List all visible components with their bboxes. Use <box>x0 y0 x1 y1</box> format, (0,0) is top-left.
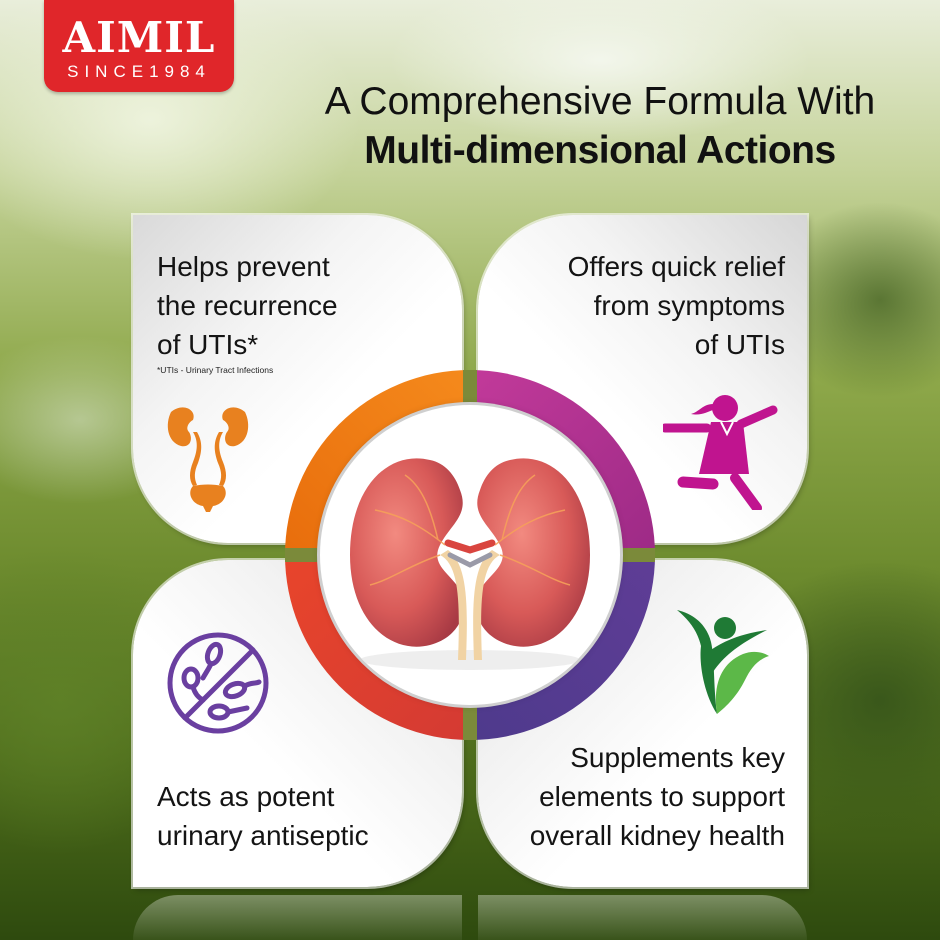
card-text: Acts as potent urinary antiseptic <box>157 781 369 851</box>
logo-brand-name: AIMIL <box>62 13 216 62</box>
card-text: Helps prevent the recurrence of UTIs* <box>157 251 338 360</box>
urinary-system-icon <box>167 407 249 512</box>
card-text: Offers quick relief from symptoms of UTI… <box>567 251 785 360</box>
headline-line-2: Multi-dimensional Actions <box>364 129 836 172</box>
kidneys-icon <box>350 458 590 670</box>
benefit-card-prevent-recurrence: Helps prevent the recurrence of UTIs* *U… <box>133 215 462 543</box>
no-bacteria-icon <box>167 632 269 734</box>
page-title: A Comprehensive Formula With Multi-dimen… <box>290 78 910 176</box>
card-text: Supplements key elements to support over… <box>529 742 785 851</box>
aimil-logo: AIMIL SINCE1984 <box>44 0 234 92</box>
kidneys-illustration <box>320 405 620 705</box>
card-reflection <box>133 895 462 940</box>
happy-woman-jumping-icon <box>663 395 778 510</box>
wellness-leaf-person-icon <box>677 610 769 714</box>
logo-tagline: SINCE1984 <box>67 62 211 81</box>
card-reflection <box>478 895 807 940</box>
footnote: *UTIs - Urinary Tract Infections <box>157 365 274 375</box>
headline-line-1: A Comprehensive Formula With <box>324 80 876 123</box>
